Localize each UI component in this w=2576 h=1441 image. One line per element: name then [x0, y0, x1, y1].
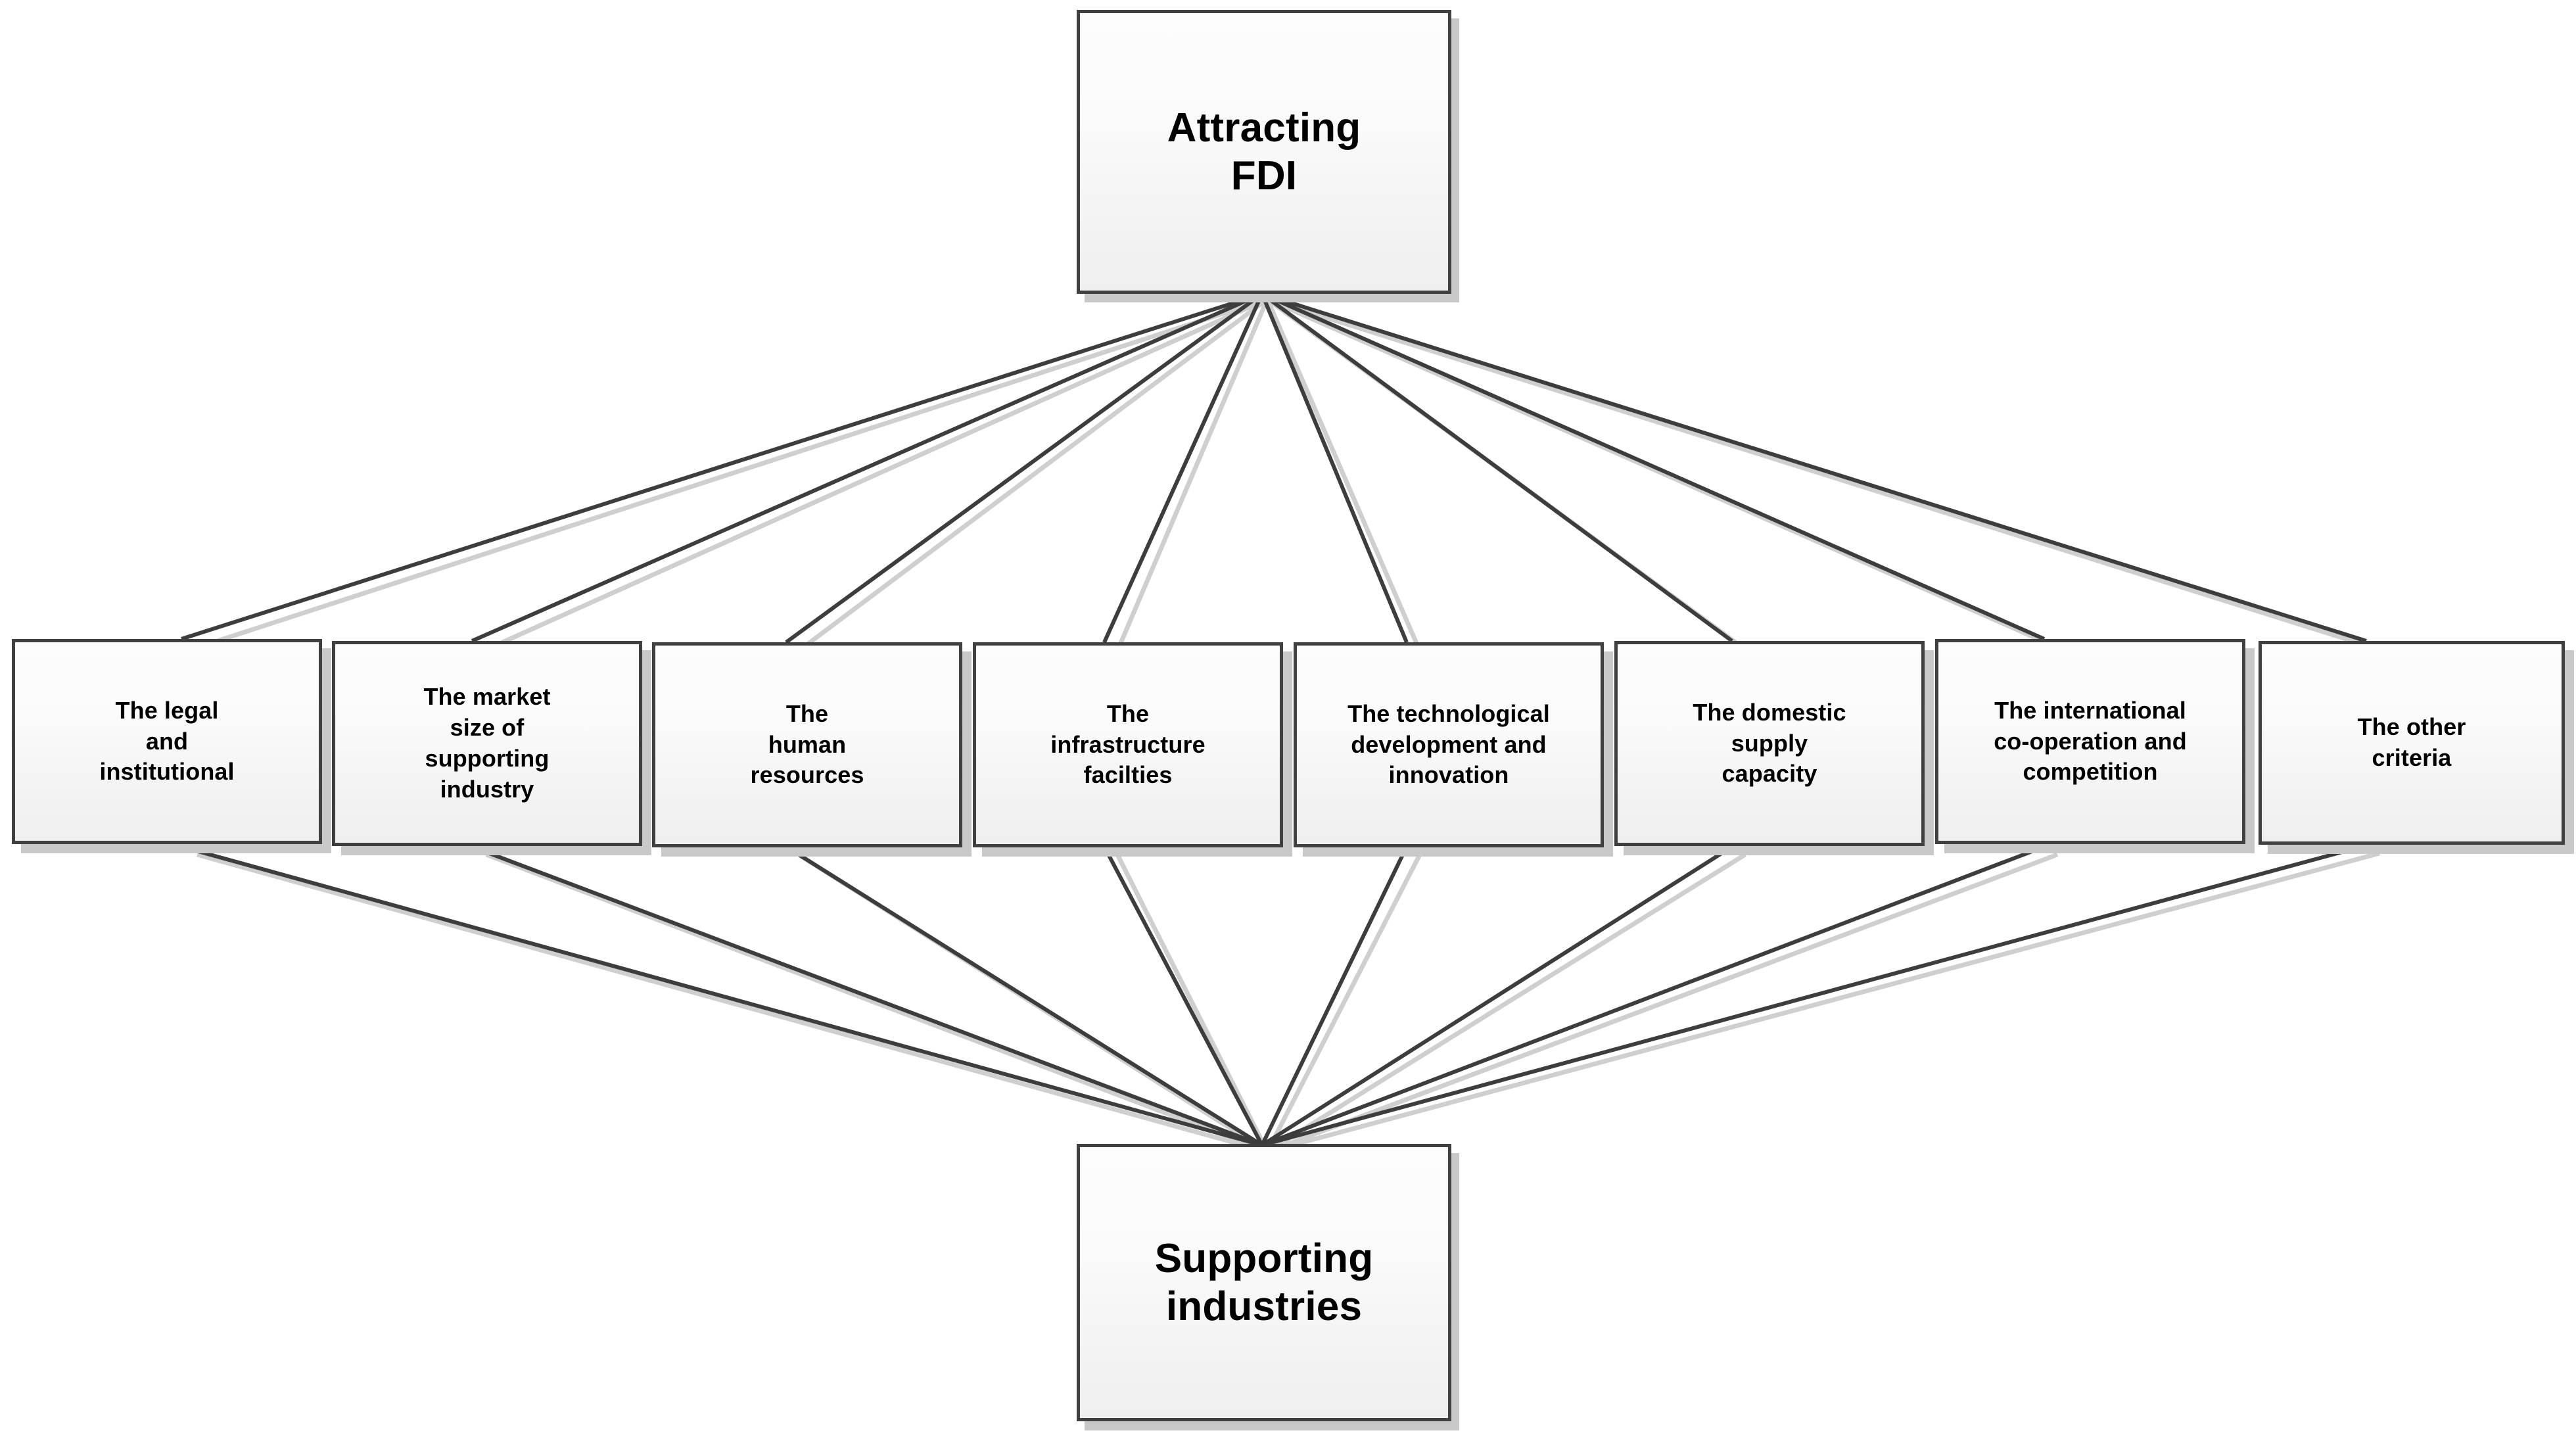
node-domestic-supply-capacity[interactable]: The domestic supply capacity [1614, 641, 1925, 846]
edge-international-cooperation-to-supporting [1261, 845, 2046, 1147]
node-other-criteria-label: The other criteria [2357, 713, 2466, 771]
node-legal-institutional-label: The legal and institutional [99, 696, 235, 786]
node-supporting-industries[interactable]: Supporting industries [1077, 1144, 1451, 1421]
node-international-cooperation-label: The international co-operation and compe… [1994, 696, 2187, 786]
edge-fdi-to-legal-institutional [181, 292, 1263, 641]
edge-fdi-to-infrastructure-facilties [1102, 293, 1264, 644]
edge-fdi-to-market-size-supporting [471, 292, 1263, 643]
node-domestic-supply-capacity-label: The domestic supply capacity [1693, 698, 1846, 788]
edge-technological-development-to-supporting [1260, 845, 1409, 1146]
edge-fdi-to-technological-development [1260, 293, 1409, 644]
node-legal-institutional[interactable]: The legal and institutional [12, 639, 322, 844]
lower-connector-shadows [197, 851, 2380, 1154]
node-human-resources-label: The human resources [750, 699, 864, 789]
node-other-criteria[interactable]: The other criteria [2259, 641, 2565, 845]
lower-connectors [181, 843, 2367, 1147]
edge-market-size-supporting-to-supporting [471, 845, 1263, 1147]
edge-fdi-to-international-cooperation [1261, 292, 2046, 641]
node-international-cooperation[interactable]: The international co-operation and compe… [1935, 639, 2245, 844]
node-technological-development[interactable]: The technological development and innova… [1294, 642, 1604, 847]
edge-domestic-supply-capacity-to-supporting [1261, 845, 1733, 1147]
node-supporting-industries-label: Supporting industries [1154, 1235, 1374, 1329]
edge-fdi-to-other-criteria [1261, 292, 2367, 643]
node-attracting-fdi-label: Attracting FDI [1167, 105, 1361, 199]
node-attracting-fdi[interactable]: Attracting FDI [1077, 10, 1451, 294]
node-market-size-supporting[interactable]: The market size of supporting industry [332, 641, 642, 846]
edge-other-criteria-to-supporting [1261, 843, 2367, 1147]
node-market-size-supporting-label: The market size of supporting industry [423, 683, 551, 803]
upper-connector-shadows [196, 296, 2381, 653]
edge-legal-institutional-to-supporting [181, 845, 1263, 1147]
edge-human-resources-to-supporting [785, 845, 1263, 1147]
node-infrastructure-facilties[interactable]: The infrastructure facilties [973, 642, 1283, 847]
node-human-resources[interactable]: The human resources [652, 642, 962, 847]
node-infrastructure-facilties-label: The infrastructure facilties [1050, 699, 1206, 789]
edge-fdi-to-domestic-supply-capacity [1261, 292, 1733, 643]
upper-connectors [181, 292, 2367, 644]
node-technological-development-label: The technological development and innova… [1347, 699, 1550, 789]
edge-infrastructure-facilties-to-supporting [1102, 845, 1264, 1146]
edge-fdi-to-human-resources [785, 292, 1263, 644]
